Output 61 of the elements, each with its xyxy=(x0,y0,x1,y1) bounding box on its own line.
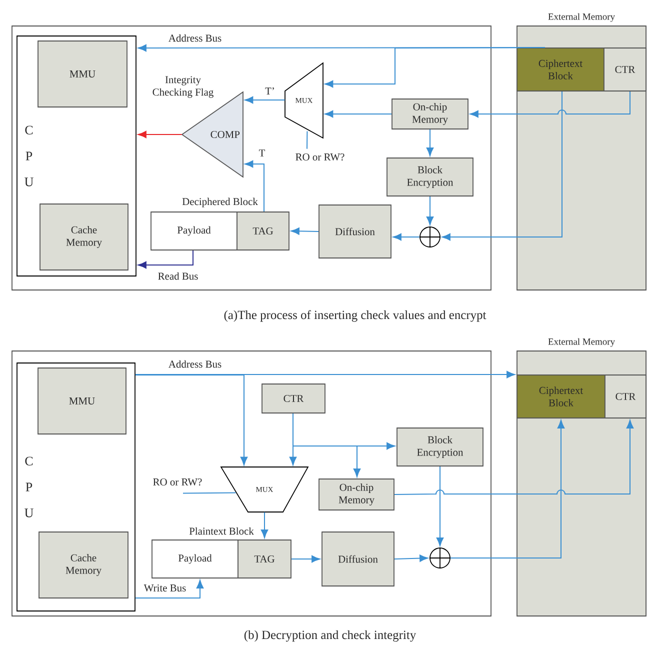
xor-symbol xyxy=(429,547,451,569)
block-heading: Deciphered Block xyxy=(182,198,258,208)
arrow xyxy=(138,250,194,269)
arrow xyxy=(426,196,434,226)
edge-label: Address Bus xyxy=(167,359,223,369)
edge-label: T’ xyxy=(264,86,276,96)
block-heading: Plaintext Block xyxy=(189,527,254,535)
edge-label: Write Bus xyxy=(142,583,188,593)
module-box: Ciphertext Block xyxy=(516,374,606,418)
arrow xyxy=(442,90,562,241)
edge-label: Read Bus xyxy=(156,271,200,281)
module-box: Block Encryption xyxy=(396,428,484,466)
arrow xyxy=(134,370,516,378)
module-box: On-chip Memory xyxy=(318,478,394,510)
module-box: Block Encryption xyxy=(386,158,474,196)
arrow xyxy=(134,374,248,466)
module-box: MMU xyxy=(38,368,126,434)
caption: (a)The process of inserting check values and encrypt xyxy=(224,310,486,322)
arrow xyxy=(426,128,434,156)
module-box: TAG xyxy=(236,212,290,250)
module-box: On-chip Memory xyxy=(392,98,468,130)
arrow xyxy=(134,580,204,598)
arrow xyxy=(138,130,182,138)
module-box: CTR xyxy=(604,48,646,92)
chip-outline xyxy=(12,26,492,290)
signal-label: RO or RW? xyxy=(153,478,202,486)
caption: (b) Decryption and check integrity xyxy=(244,630,416,642)
arrow xyxy=(450,420,565,558)
arrow xyxy=(394,554,428,562)
arrow xyxy=(436,466,444,546)
module-box: Payload xyxy=(152,540,238,578)
arrow xyxy=(260,512,268,538)
arrow xyxy=(394,420,634,495)
arrow xyxy=(244,96,286,104)
module-box: Ciphertext Block xyxy=(516,48,604,92)
module-box: MMU xyxy=(38,40,128,108)
module-box: Diffusion xyxy=(322,532,394,586)
arrow xyxy=(470,90,630,118)
arrow xyxy=(244,160,264,212)
edge-label: T xyxy=(258,148,266,158)
module-box: Cache Memory xyxy=(40,204,128,270)
module-box: TAG xyxy=(238,540,292,578)
arrow xyxy=(324,47,546,88)
edge-label: Address Bus xyxy=(167,33,223,43)
module-box: Payload xyxy=(150,212,238,250)
signal-label: RO or RW? xyxy=(296,153,344,161)
module-box: Diffusion xyxy=(318,204,392,258)
connector-line xyxy=(182,492,236,494)
arrow xyxy=(324,110,392,118)
xor-symbol xyxy=(419,226,441,248)
arrow xyxy=(392,233,420,241)
module-box: Cache Memory xyxy=(38,532,128,598)
module-box: CTR xyxy=(262,384,326,414)
arrow xyxy=(290,555,320,563)
node-label: External Memory xyxy=(548,13,615,22)
module-box: CTR xyxy=(604,374,646,418)
arrow xyxy=(290,228,320,235)
arrow xyxy=(292,412,361,478)
chip-outline xyxy=(12,350,492,616)
node-label: External Memory xyxy=(548,338,615,347)
connector-line xyxy=(306,130,308,150)
